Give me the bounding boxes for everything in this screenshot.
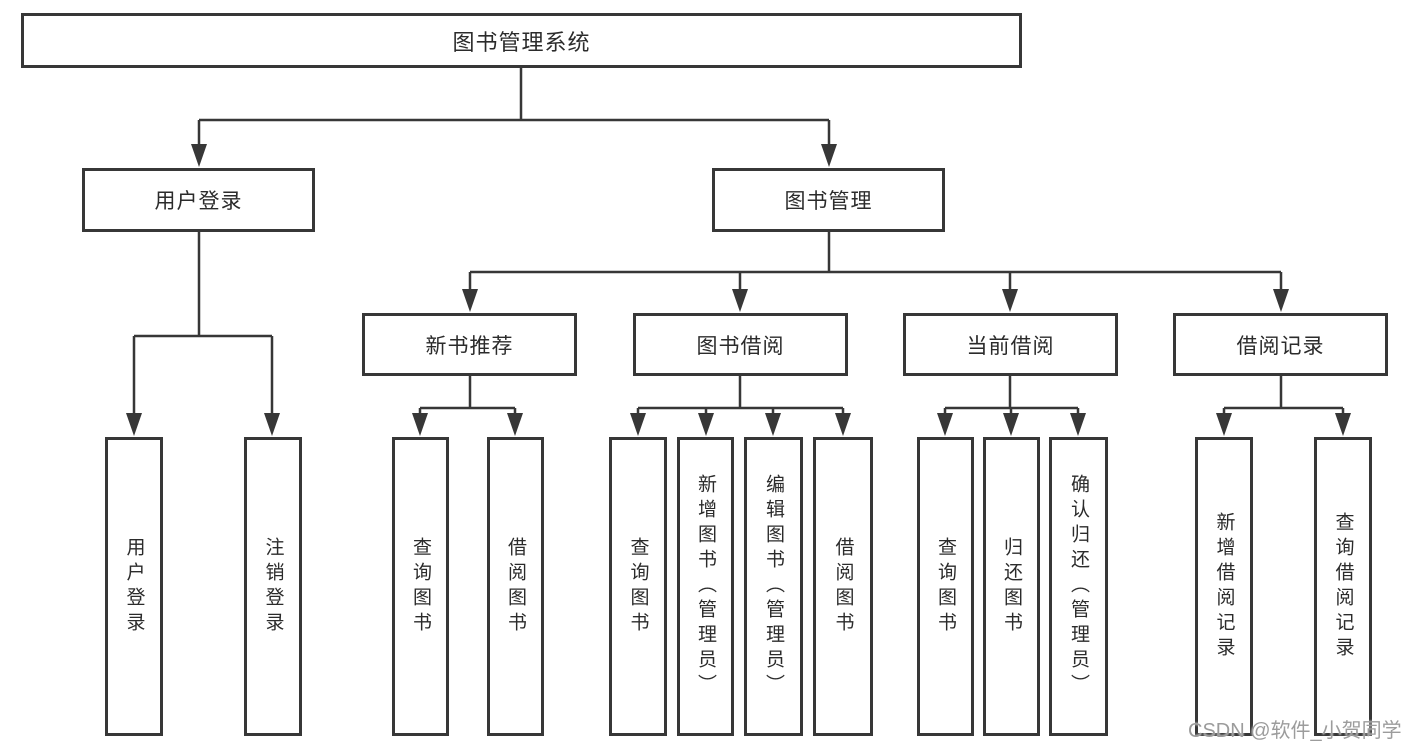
- connector-new-recommend-children: [412, 376, 523, 436]
- csdn-watermark: CSDN @软件_小贺同学: [1188, 720, 1402, 742]
- tree-node-book-borrow: 图书借阅: [633, 313, 848, 376]
- connector-user-login-children: [126, 232, 280, 436]
- tree-leaf-query-books-borrow: 查询图书: [609, 437, 667, 736]
- node-label: 查询图书: [627, 536, 649, 637]
- tree-node-new-recommend: 新书推荐: [362, 313, 577, 376]
- node-label: 注销登录: [262, 536, 284, 637]
- arrow-down-icon: [1003, 413, 1019, 436]
- node-label: 归还图书: [1001, 536, 1022, 637]
- node-label: 图书管理: [784, 190, 873, 213]
- connector-root-children: [191, 68, 837, 167]
- node-label: 用户登录: [154, 190, 243, 213]
- arrow-down-icon: [507, 413, 523, 436]
- arrow-down-icon: [191, 144, 207, 167]
- tree-node-root: 图书管理系统: [21, 13, 1022, 68]
- node-label: 借阅图书: [832, 536, 854, 637]
- node-label: 借阅图书: [505, 536, 526, 637]
- tree-leaf-add-borrow-record: 新增借阅记录: [1195, 437, 1253, 736]
- node-label: 查询借阅记录: [1332, 511, 1354, 662]
- arrow-down-icon: [1335, 413, 1351, 436]
- connector-book-mgmt-children: [462, 232, 1289, 312]
- tree-node-book-mgmt: 图书管理: [712, 168, 945, 232]
- tree-leaf-borrow-books: 借阅图书: [813, 437, 873, 736]
- node-label: 新书推荐: [425, 334, 514, 358]
- arrow-down-icon: [1070, 413, 1086, 436]
- arrow-down-icon: [126, 413, 142, 436]
- node-label: 查询图书: [935, 536, 956, 637]
- connector-current-borrow-children: [937, 376, 1086, 436]
- arrow-down-icon: [937, 413, 953, 436]
- arrow-down-icon: [264, 413, 280, 436]
- tree-node-current-borrow: 当前借阅: [903, 313, 1118, 376]
- tree-leaf-logout: 注销登录: [244, 437, 302, 736]
- arrow-down-icon: [835, 413, 851, 436]
- node-label: 新增图书（管理员）: [695, 474, 716, 699]
- tree-leaf-query-books-recommend: 查询图书: [392, 437, 449, 736]
- arrow-down-icon: [630, 413, 646, 436]
- tree-leaf-return-books: 归还图书: [983, 437, 1040, 736]
- tree-node-borrow-records: 借阅记录: [1173, 313, 1388, 376]
- node-label: 新增借阅记录: [1213, 511, 1235, 662]
- arrow-down-icon: [462, 289, 478, 312]
- node-label: 图书管理系统: [452, 29, 591, 55]
- node-label: 确认归还（管理员）: [1068, 474, 1089, 699]
- arrow-down-icon: [821, 144, 837, 167]
- node-label: 用户登录: [123, 536, 145, 637]
- tree-leaf-user-login: 用户登录: [105, 437, 163, 736]
- tree-leaf-query-borrow-record: 查询借阅记录: [1314, 437, 1372, 736]
- tree-leaf-borrow-books-recommend: 借阅图书: [487, 437, 544, 736]
- tree-leaf-edit-books-admin: 编辑图书（管理员）: [744, 437, 803, 736]
- connector-book-borrow-children: [630, 376, 851, 436]
- node-label: 借阅记录: [1236, 334, 1325, 358]
- arrow-down-icon: [732, 289, 748, 312]
- arrow-down-icon: [1216, 413, 1232, 436]
- connector-borrow-records-children: [1216, 376, 1351, 436]
- arrow-down-icon: [1002, 289, 1018, 312]
- tree-leaf-add-books-admin: 新增图书（管理员）: [677, 437, 734, 736]
- node-label: 图书借阅: [696, 334, 785, 358]
- tree-leaf-confirm-return-admin: 确认归还（管理员）: [1049, 437, 1108, 736]
- tree-node-user-login: 用户登录: [82, 168, 315, 232]
- arrow-down-icon: [765, 413, 781, 436]
- arrow-down-icon: [412, 413, 428, 436]
- node-label: 查询图书: [410, 536, 431, 637]
- node-label: 当前借阅: [966, 334, 1055, 358]
- arrow-down-icon: [698, 413, 714, 436]
- arrow-down-icon: [1273, 289, 1289, 312]
- tree-leaf-query-books-current: 查询图书: [917, 437, 974, 736]
- node-label: 编辑图书（管理员）: [763, 474, 784, 699]
